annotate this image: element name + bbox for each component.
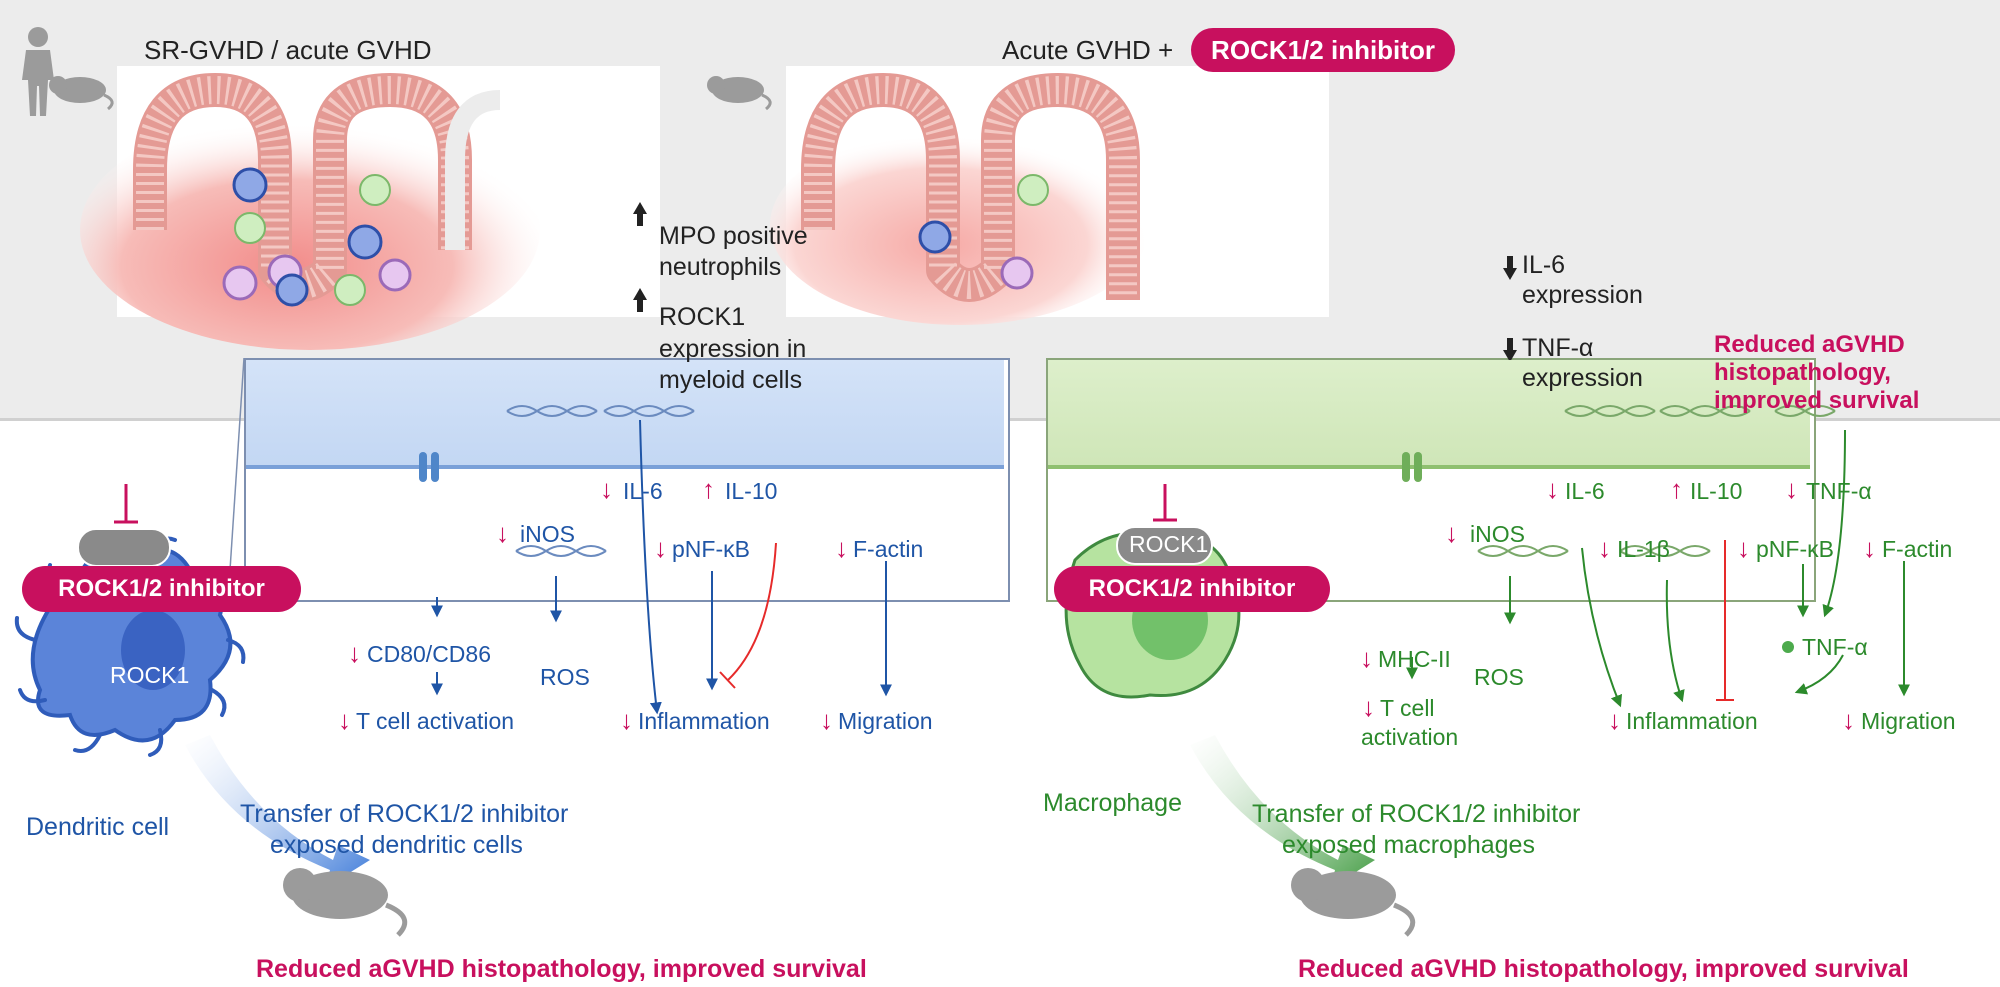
mac-il6: IL-6 bbox=[1565, 478, 1605, 504]
up-arrow-icon: ↑ bbox=[702, 474, 715, 504]
down-arrow-icon: ↓ bbox=[1362, 692, 1375, 722]
dc-ros: ROS bbox=[540, 664, 590, 690]
down-arrow-icon: ↓ bbox=[338, 705, 351, 735]
dc-cytoplasm bbox=[246, 360, 1004, 465]
dc-tcell: T cell activation bbox=[356, 708, 515, 734]
top-outcome-3: improved survival bbox=[1714, 387, 1920, 414]
immune-cells-right bbox=[918, 174, 1049, 290]
mouse-icon bbox=[283, 868, 408, 937]
immune-cells-left bbox=[222, 167, 412, 307]
down-arrow-icon bbox=[1503, 256, 1517, 280]
mac-factin: F-actin bbox=[1882, 536, 1953, 562]
note-il6-2: expression bbox=[1522, 281, 1643, 309]
top-outcome-2: histopathology, bbox=[1714, 359, 1891, 386]
mac-migration: Migration bbox=[1861, 708, 1956, 734]
note-mpo-1: MPO positive bbox=[659, 222, 808, 250]
down-arrow-icon: ↓ bbox=[1445, 518, 1458, 548]
mac-transfer-1: Transfer of ROCK1/2 inhibitor bbox=[1252, 800, 1581, 828]
mac-cell-label: Macrophage bbox=[1043, 789, 1182, 817]
human-silhouette-icon bbox=[22, 27, 54, 116]
up-arrow-icon: ↑ bbox=[1670, 474, 1683, 504]
note-tnfa-2: expression bbox=[1522, 364, 1643, 392]
down-arrow-icon: ↓ bbox=[1608, 705, 1621, 735]
note-mpo-2: neutrophils bbox=[659, 253, 782, 281]
dc-inos: iNOS bbox=[520, 521, 575, 547]
down-arrow-icon: ↓ bbox=[600, 474, 613, 504]
mac-rock1-label: ROCK1 bbox=[1129, 531, 1209, 557]
mac-tnfa: TNF-α bbox=[1806, 478, 1872, 504]
note-rock1-2: expression in bbox=[659, 335, 807, 363]
dc-transfer-2: exposed dendritic cells bbox=[270, 831, 523, 859]
mac-tnfa-secreted: TNF-α bbox=[1802, 634, 1868, 660]
dc-transfer-1: Transfer of ROCK1/2 inhibitor bbox=[240, 800, 569, 828]
down-arrow-icon: ↓ bbox=[835, 533, 848, 563]
mac-inhibitor-pill: ROCK1/2 inhibitor bbox=[1054, 566, 1330, 612]
dc-membrane bbox=[246, 465, 1004, 469]
dc-inflammation: Inflammation bbox=[638, 708, 770, 734]
rock1-pill-mac bbox=[1116, 526, 1213, 565]
dc-cell-label: Dendritic cell bbox=[26, 813, 170, 841]
inhibitor-pill-top: ROCK1/2 inhibitor bbox=[1191, 28, 1455, 72]
rock1-pill-dc bbox=[77, 528, 171, 567]
mac-tcell-2: activation bbox=[1361, 724, 1459, 750]
dc-migration: Migration bbox=[838, 708, 933, 734]
dc-il10: IL-10 bbox=[725, 478, 778, 504]
dc-factin: F-actin bbox=[853, 536, 924, 562]
mouse-icon bbox=[49, 76, 114, 111]
up-arrow-icon bbox=[633, 288, 647, 312]
down-arrow-icon bbox=[1503, 338, 1517, 362]
mac-il10: IL-10 bbox=[1690, 478, 1743, 504]
right-condition-title: Acute GVHD + bbox=[1002, 35, 1174, 65]
down-arrow-icon: ↓ bbox=[620, 705, 633, 735]
mac-pnfkb: pNF-κB bbox=[1756, 536, 1834, 562]
dna-gene-icon bbox=[1477, 405, 1836, 557]
mac-tcell-1: T cell bbox=[1380, 695, 1435, 721]
mac-il1b: IL-1β bbox=[1617, 536, 1670, 562]
gut-villi-right bbox=[770, 73, 1150, 325]
dc-inhibitor-pill: ROCK1/2 inhibitor bbox=[22, 566, 301, 612]
tnfa-dot bbox=[1782, 641, 1794, 653]
mouse-icon bbox=[707, 76, 772, 111]
mac-cytoplasm bbox=[1048, 360, 1810, 465]
note-tnfa-1: TNF-α bbox=[1522, 334, 1594, 362]
note-rock1-1: ROCK1 bbox=[659, 303, 746, 331]
mouse-icon bbox=[1291, 868, 1416, 937]
down-arrow-icon: ↓ bbox=[820, 705, 833, 735]
receptor-icon bbox=[1402, 452, 1422, 482]
mac-inos: iNOS bbox=[1470, 521, 1525, 547]
receptor-icon bbox=[419, 452, 439, 482]
down-arrow-icon: ↓ bbox=[1360, 643, 1373, 673]
up-arrow-icon bbox=[633, 202, 647, 226]
down-arrow-icon: ↓ bbox=[1842, 705, 1855, 735]
note-il6-1: IL-6 bbox=[1522, 251, 1566, 279]
mac-ros: ROS bbox=[1474, 664, 1524, 690]
down-arrow-icon: ↓ bbox=[1737, 533, 1750, 563]
transfer-arrow-mac bbox=[1190, 735, 1375, 888]
dc-pnfkb: pNF-κB bbox=[672, 536, 750, 562]
dc-cd80: CD80/CD86 bbox=[367, 641, 491, 667]
down-arrow-icon: ↓ bbox=[348, 638, 361, 668]
gut-villi-left bbox=[80, 73, 540, 350]
mac-inflammation: Inflammation bbox=[1626, 708, 1758, 734]
mac-membrane bbox=[1048, 465, 1810, 469]
down-arrow-icon: ↓ bbox=[1785, 474, 1798, 504]
dna-gene-icon bbox=[506, 405, 695, 557]
down-arrow-icon: ↓ bbox=[1546, 474, 1559, 504]
mac-mhc: MHC-II bbox=[1378, 646, 1451, 672]
mac-transfer-2: exposed macrophages bbox=[1282, 831, 1535, 859]
down-arrow-icon: ↓ bbox=[496, 518, 509, 548]
dc-il6: IL-6 bbox=[623, 478, 663, 504]
transfer-arrow-dc bbox=[185, 735, 370, 888]
note-rock1-3: myeloid cells bbox=[659, 366, 803, 394]
down-arrow-icon: ↓ bbox=[1598, 533, 1611, 563]
left-condition-title: SR-GVHD / acute GVHD bbox=[144, 35, 432, 65]
down-arrow-icon: ↓ bbox=[1863, 533, 1876, 563]
down-arrow-icon: ↓ bbox=[654, 533, 667, 563]
dc-rock1-label: ROCK1 bbox=[110, 662, 190, 688]
mac-outcome: Reduced aGVHD histopathology, improved s… bbox=[1298, 955, 1909, 983]
top-outcome-1: Reduced aGVHD bbox=[1714, 331, 1905, 358]
dc-outcome: Reduced aGVHD histopathology, improved s… bbox=[256, 955, 867, 983]
